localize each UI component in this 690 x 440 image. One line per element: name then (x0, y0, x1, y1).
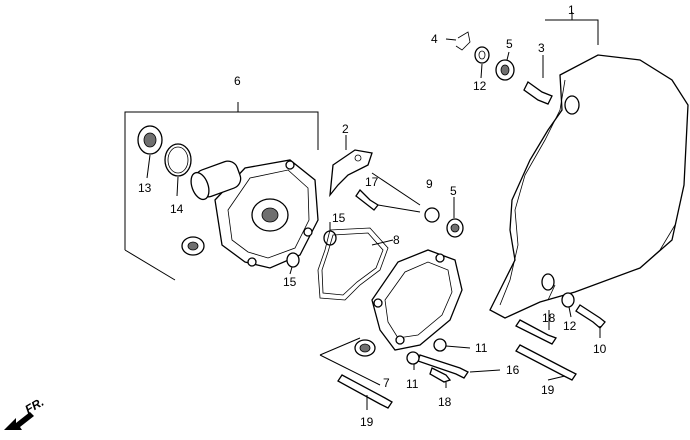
callout-5-mid: 5 (450, 184, 457, 198)
callout-12-top: 12 (473, 79, 487, 93)
callout-13: 13 (138, 181, 152, 195)
callout-11-a: 11 (475, 341, 488, 355)
direction-label: FR. (23, 395, 47, 417)
callout-15-upper: 15 (332, 211, 346, 225)
callout-10: 10 (593, 342, 607, 356)
grommet-5-top (495, 59, 515, 81)
callout-19-left: 19 (360, 415, 374, 429)
collar-lower (286, 252, 300, 268)
callout-labels: 1 3 4 5 12 6 2 13 14 17 9 5 15 8 15 18 1… (23, 3, 607, 429)
bolt-18-lower (429, 367, 452, 383)
bolt-19-left (337, 374, 393, 409)
bracket (329, 149, 373, 198)
callout-9: 9 (426, 177, 433, 191)
clip-4 (455, 31, 471, 51)
callout-16: 16 (506, 363, 520, 377)
collar-9 (424, 207, 440, 223)
callout-15-lower: 15 (283, 275, 297, 289)
group-bracket-7 (319, 337, 381, 386)
callout-5-top: 5 (506, 37, 513, 51)
callout-19-right: 19 (541, 383, 555, 397)
bolt-17 (355, 188, 379, 211)
callout-1: 1 (568, 3, 575, 17)
grommet-5-mid (446, 218, 464, 238)
callout-4: 4 (431, 32, 438, 46)
callout-11-b: 11 (406, 377, 419, 391)
washer-11-a (433, 338, 447, 352)
callout-14: 14 (170, 202, 184, 216)
washer-12-top (474, 46, 490, 64)
callout-17: 17 (365, 175, 379, 189)
cover-part (489, 54, 689, 319)
callout-18-lower: 18 (438, 395, 452, 409)
bolt-18-upper (515, 319, 557, 345)
callout-6: 6 (234, 74, 241, 88)
callout-8: 8 (393, 233, 400, 247)
o-ring (164, 143, 192, 177)
group-bracket-1 (545, 12, 599, 45)
callout-7: 7 (383, 376, 390, 390)
callout-3: 3 (538, 41, 545, 55)
callout-18-upper: 18 (542, 311, 556, 325)
callout-2: 2 (342, 122, 349, 136)
oil-seal (137, 125, 163, 155)
water-pump-body (181, 159, 319, 269)
callout-12-right: 12 (563, 319, 577, 333)
washer-12-right (561, 292, 575, 308)
bolt-10 (575, 304, 606, 329)
stud-3 (523, 81, 553, 105)
group-bracket-6 (124, 102, 319, 281)
pump-cover (354, 249, 463, 357)
washer-11-b (406, 351, 420, 365)
front-direction-arrow (4, 412, 34, 430)
collar-upper (323, 230, 337, 246)
gasket (317, 227, 389, 301)
leader-lines (146, 38, 601, 410)
bolt-19-right (515, 344, 577, 381)
